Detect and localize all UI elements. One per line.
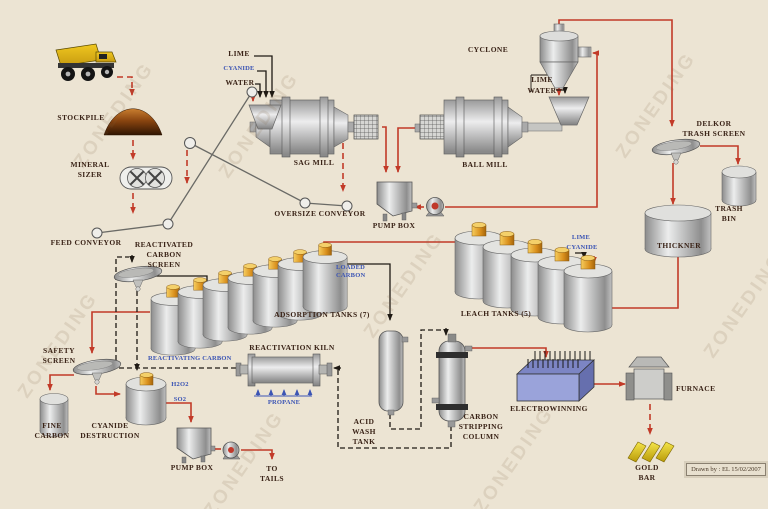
pump-box-1-label: PUMP BOX [372, 221, 416, 230]
leach-tank [563, 254, 613, 333]
drawn-by-box: Drawn by : EL 15/02/2007 [686, 463, 766, 476]
stockpile-cone [103, 108, 163, 136]
carbon-stripping-column-label: CARBON STRIPPING COLUMN [458, 412, 504, 441]
reactivated-carbon-screen-label: REACTIVATED CARBON SCREEN [134, 240, 194, 269]
cyclone-label: CYCLONE [467, 45, 509, 54]
trash-bin-cylinder [721, 165, 757, 207]
delkor-trash-screen-label: DELKOR TRASH SCREEN [682, 119, 746, 138]
thickener-tank [644, 204, 712, 258]
feed-conveyor-belt [91, 86, 258, 239]
oversize-conveyor-belt [184, 137, 353, 212]
delkor-trash-screen-pan [650, 136, 702, 165]
acid-wash-tank [378, 330, 409, 416]
water-sag-label: WATER [225, 78, 255, 87]
feed-conveyor-label: FEED CONVEYOR [50, 238, 122, 247]
h2o2-label: H2O2 [171, 381, 189, 388]
stockpile-label: STOCKPILE [57, 113, 105, 122]
cyanide-leach-label: CYANIDE [566, 244, 598, 251]
safety-screen-label: SAFETY SCREEN [42, 346, 76, 365]
mineral-sizer [119, 166, 173, 190]
lime-leach-label: LIME [571, 234, 591, 241]
ball-feed-hopper [548, 96, 590, 126]
pump-box-2-label: PUMP BOX [170, 463, 214, 472]
gold-bars [627, 441, 675, 463]
pump-box-2 [176, 427, 216, 464]
furnace [625, 356, 673, 401]
lime-sag-label: LIME [228, 49, 250, 58]
electrowinning-label: ELECTROWINNING [510, 404, 588, 413]
sag-mill-label: SAG MILL [293, 158, 335, 167]
ball-mill [414, 96, 590, 158]
propane-lines [254, 389, 313, 397]
reactivation-kiln [235, 353, 333, 387]
gold-bar-label: GOLD BAR [635, 463, 659, 482]
reactivating-carbon-label: REACTIVATING CARBON [148, 355, 232, 362]
so2-label: SO2 [173, 396, 187, 403]
slurry-pump-2 [222, 441, 241, 460]
oversize-conveyor-label: OVERSIZE CONVEYOR [274, 209, 366, 218]
trash-bin-label: TRASH BIN [715, 204, 743, 223]
fine-carbon-label: FINE CARBON [34, 421, 70, 440]
slurry-pump-1 [425, 197, 445, 217]
thickner-label: THICKNER [656, 241, 702, 250]
pump-box-1 [376, 181, 418, 222]
carbon-dashed-arrowheads [129, 255, 449, 371]
mineral-sizer-label: MINERAL SIZER [70, 160, 110, 179]
electrowinning-cell [515, 351, 596, 402]
cyclone [539, 23, 592, 89]
ball-mill-label: BALL MILL [462, 160, 508, 169]
red-dashed-lines [117, 76, 653, 435]
to-tails-label: TO TAILS [260, 464, 284, 483]
propane-label: PROPANE [267, 399, 301, 406]
loaded-carbon-label: LOADED CARBON [336, 264, 366, 280]
sag-feed-hopper [248, 104, 282, 130]
cyanide-destruction-tank [125, 372, 167, 426]
fine-carbon-bin [39, 393, 69, 437]
reactivation-kiln-label: REACTIVATION KILN [249, 343, 335, 352]
cyanide-sag-label: CYANIDE [223, 65, 255, 72]
lime-ball-label: LIME [531, 75, 553, 84]
furnace-label: FURNACE [676, 384, 716, 393]
dump-truck [55, 43, 117, 81]
leach-tanks-label: LEACH TANKS (5) [460, 309, 532, 318]
adsorption-tanks-label: ADSORPTION TANKS (7) [274, 310, 370, 319]
carbon-stripping-column [431, 333, 473, 428]
sag-mill [248, 96, 379, 158]
water-ball-label: WATER [527, 86, 557, 95]
acid-wash-tank-label: ACID WASH TANK [352, 417, 376, 446]
cyanide-destruction-label: CYANIDE DESTRUCTION [80, 421, 140, 440]
